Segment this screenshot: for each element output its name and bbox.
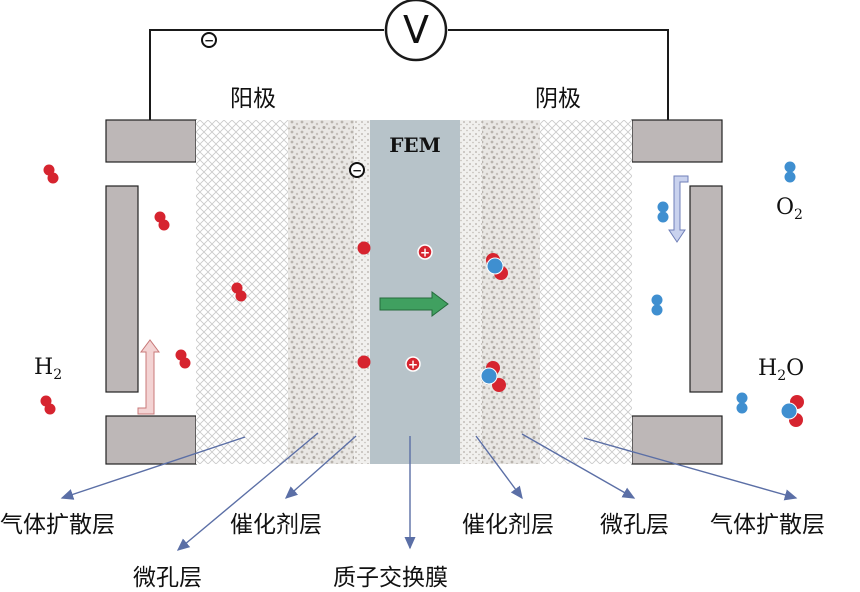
voltmeter: V (384, 0, 448, 62)
hydrogen-atom-upper (357, 241, 371, 255)
membrane-label: FEM (389, 133, 441, 157)
hydrogen-inflow-arrow (137, 339, 160, 415)
label-mpl-right: 微孔层 (600, 512, 669, 538)
oxygen-molecule (784, 161, 796, 183)
hydrogen-molecule (43, 164, 59, 184)
label-membrane: 质子交换膜 (333, 565, 448, 591)
hydrogen-molecule (154, 211, 170, 231)
electron-sign-circuit: − (201, 32, 217, 48)
proton-lower-sign: + (408, 358, 418, 372)
cathode-catalyst-layer (460, 120, 482, 464)
hydrogen-molecule (175, 349, 191, 369)
callout-arrows (60, 432, 798, 551)
anode-microporous-layer (288, 120, 354, 464)
water-molecule-catalyst-upper (486, 253, 508, 280)
water-label: H2O (758, 356, 804, 384)
arrow-mpl-left (176, 432, 319, 551)
electron-sign-catalyst-text: − (352, 164, 362, 178)
electron-sign-text: − (204, 34, 214, 48)
external-circuit (149, 29, 669, 120)
voltmeter-symbol: V (403, 8, 429, 52)
arrow-cl-left (284, 435, 357, 499)
anode-catalyst-layer (354, 120, 370, 464)
oxygen-molecule (736, 392, 748, 414)
cathode-label: 阴极 (535, 86, 581, 112)
proton-exchange-membrane (370, 120, 460, 464)
label-cl-left: 催化剂层 (230, 512, 322, 538)
electron-sign-catalyst: − (349, 162, 365, 178)
hydrogen-label: H2 (34, 355, 62, 383)
proton-lower: + (405, 356, 421, 372)
arrow-gdl-left (60, 436, 246, 500)
oxygen-inflow-arrow (668, 175, 689, 243)
arrow-mpl-right (521, 433, 636, 499)
hydrogen-molecule (231, 282, 247, 302)
oxygen-molecule (651, 294, 663, 316)
water-molecule-outlet (780, 395, 804, 427)
hydrogen-atom-lower (357, 355, 371, 369)
label-cl-right: 催化剂层 (462, 512, 554, 538)
water-molecule-catalyst-lower (480, 361, 506, 392)
proton-flow-arrow (379, 291, 449, 317)
anode-label: 阳极 (230, 86, 276, 112)
cathode-plate (631, 119, 723, 465)
oxygen-label: O2 (776, 195, 803, 223)
arrow-cl-right (475, 435, 523, 500)
proton-upper: + (417, 244, 433, 260)
label-gdl-right: 气体扩散层 (710, 512, 825, 538)
hydrogen-molecule (40, 395, 56, 415)
oxygen-molecule (657, 201, 669, 223)
arrow-gdl-right (583, 437, 798, 501)
cathode-microporous-layer (482, 120, 540, 464)
label-mpl-left: 微孔层 (133, 565, 202, 591)
label-gdl-left: 气体扩散层 (0, 512, 115, 538)
cathode-gas-diffusion-layer (540, 120, 632, 464)
proton-upper-sign: + (420, 246, 430, 260)
